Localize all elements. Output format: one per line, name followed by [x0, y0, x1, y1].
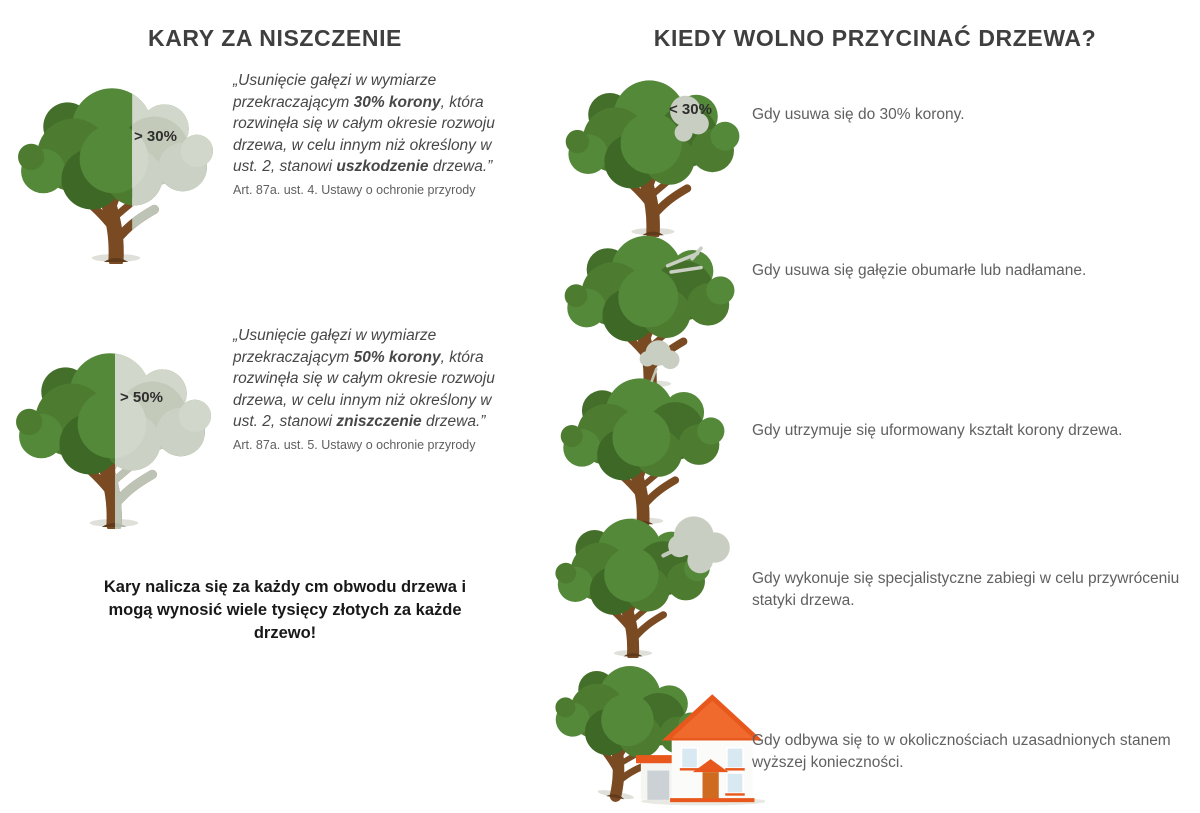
pruning-rule-text: Gdy utrzymuje się uformowany kształt kor… — [752, 422, 1123, 439]
crown-fraction-label: > 50% — [120, 389, 163, 406]
quote-text: drzewa.” — [421, 413, 486, 430]
quote-bold-percent: 50% korony — [353, 348, 441, 366]
tree-icon — [558, 340, 728, 526]
house-icon — [636, 694, 765, 806]
removed-crown-puff — [670, 95, 709, 142]
quote-text: , która rozwinęła się w całym okresie ro… — [233, 348, 495, 431]
law-quote-damage: „Usunięcie gałęzi w wymiarze przekraczaj… — [233, 70, 515, 178]
law-source-damage: Art. 87a. ust. 4. Ustawy o ochronie przy… — [233, 183, 476, 197]
removed-limb-cloud — [661, 516, 730, 574]
tree-dead-branches-illustration — [560, 213, 740, 389]
quote-bold-term: zniszczenie — [336, 413, 422, 430]
pruning-rule-text: Gdy wykonuje się specjalistyczne zabiegi… — [752, 570, 1180, 609]
quote-text: „Usunięcie gałęzi w wymiarze przekraczaj… — [233, 72, 437, 111]
tree-icon — [8, 327, 220, 529]
quote-text: , która rozwinęła się w całym okresie ro… — [233, 93, 495, 176]
right-column-title: KIEDY WOLNO PRZYCINAĆ DRZEWA? — [653, 25, 1097, 52]
tree-icon — [553, 498, 730, 658]
tree-and-house-icon — [550, 642, 765, 809]
tree-destroyed-50-illustration: > 50% — [8, 327, 220, 529]
quote-bold-term: uszkodzenie — [336, 158, 429, 175]
law-quote-destruction: „Usunięcie gałęzi w wymiarze przekraczaj… — [233, 325, 515, 433]
crown-fraction-label: > 30% — [134, 128, 177, 145]
quote-text: drzewa.” — [428, 158, 493, 175]
tree-icon — [10, 62, 222, 264]
crown-fraction-label: < 30% — [669, 101, 712, 118]
penalty-warning-note: Kary nalicza się za każdy cm obwodu drze… — [103, 578, 467, 642]
tree-icon — [563, 57, 743, 237]
pruning-rule-text: Gdy usuwa się do 30% korony. — [752, 106, 965, 123]
tree-formed-shape-illustration — [558, 336, 728, 526]
tree-damaged-30-illustration: > 30% — [10, 62, 222, 264]
pruning-rule-text: Gdy odbywa się to w okolicznościach uzas… — [752, 732, 1171, 771]
tree-near-house-illustration — [550, 642, 765, 809]
pruning-rule-text: Gdy usuwa się gałęzie obumarłe lub nadła… — [752, 262, 1087, 279]
quote-text: „Usunięcie gałęzi w wymiarze przekraczaj… — [233, 327, 437, 366]
quote-bold-percent: 30% korony — [353, 93, 441, 111]
law-source-destruction: Art. 87a. ust. 5. Ustawy o ochronie przy… — [233, 438, 476, 452]
dead-branch-twigs — [665, 246, 703, 274]
removed-shoot-puff — [639, 340, 680, 383]
left-column-title: KARY ZA NISZCZENIE — [147, 25, 403, 52]
tree-pruned-under-30-illustration: < 30% — [563, 57, 743, 237]
tree-statics-illustration — [553, 498, 753, 658]
tree-icon — [560, 213, 740, 389]
